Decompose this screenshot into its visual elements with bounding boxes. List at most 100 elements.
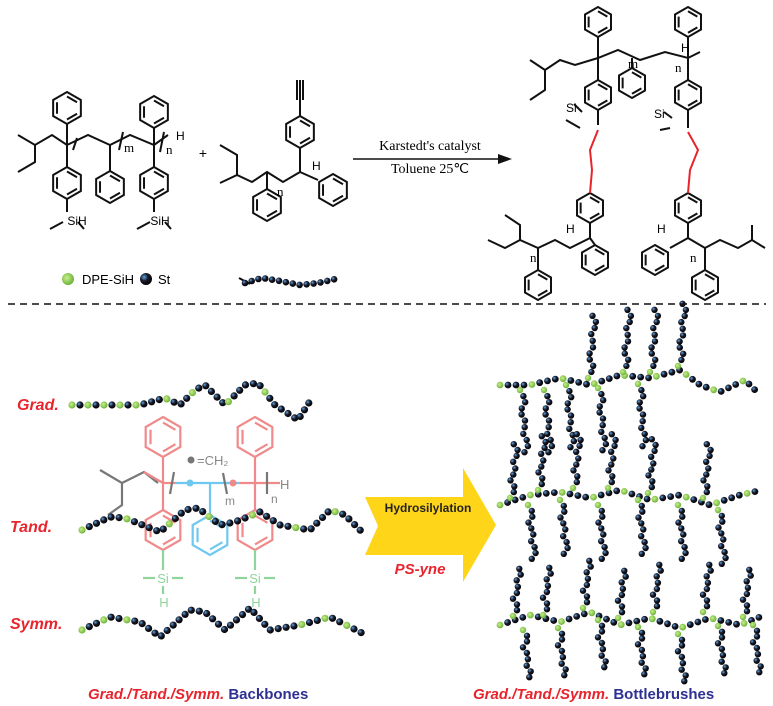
styrene-bead (92, 519, 101, 527)
double-bond (162, 514, 177, 524)
end-h: H (280, 477, 289, 492)
styrene-bead (545, 449, 552, 456)
styrene-bead (296, 281, 303, 289)
styrene-bead (255, 614, 263, 623)
styrene-bead (513, 589, 521, 597)
styrene-bead (589, 337, 596, 344)
styrene-bead (542, 411, 549, 418)
double-bond (162, 443, 177, 453)
styrene-bead (275, 277, 283, 285)
styrene-bead (664, 620, 671, 628)
dpe-sih-bead (588, 609, 596, 617)
styrene-bead (238, 611, 247, 619)
styrene-bead (563, 538, 570, 546)
double-bond (266, 192, 278, 201)
styrene-bead (559, 654, 567, 661)
styrene-bead (613, 487, 621, 495)
double-bond (66, 170, 78, 179)
styrene-bead (679, 660, 687, 667)
styrene-bead (756, 669, 763, 676)
styrene-bead (639, 443, 646, 450)
styrene-bead (648, 436, 655, 443)
h-label: H (566, 222, 575, 236)
styrene-bead (512, 465, 519, 472)
dpe-sih-bead (634, 623, 642, 631)
h-label: H (312, 159, 321, 173)
dpe-sih-bead (714, 622, 722, 630)
styrene-bead (574, 492, 582, 499)
styrene-bead (214, 620, 223, 628)
styrene-bead (605, 467, 612, 474)
styrene-bead (690, 496, 698, 503)
styrene-bead (85, 523, 93, 531)
styrene-bead (648, 344, 655, 351)
styrene-bead (651, 331, 658, 338)
si-label: Si (654, 107, 665, 121)
dpe-sih-bead (78, 626, 86, 634)
styrene-bead (542, 405, 549, 412)
styrene-bead (599, 646, 607, 653)
styrene-bead (525, 519, 532, 526)
styrene-bead (328, 614, 337, 622)
styrene-bead (140, 400, 148, 408)
benzene-ring (524, 268, 552, 302)
bond (143, 471, 175, 485)
double-bond (299, 119, 311, 128)
styrene-bead (567, 419, 574, 426)
styrene-bead (268, 276, 276, 284)
styrene-bead (641, 430, 648, 438)
styrene-bead (598, 507, 605, 515)
styrene-bead (536, 379, 544, 387)
styrene-bead (543, 588, 551, 596)
styrene-bead (638, 533, 645, 540)
styrene-bead (722, 554, 729, 562)
styrene-bead (145, 624, 153, 633)
styrene-bead (635, 514, 642, 521)
styrene-bead (718, 512, 725, 520)
styrene-bead (629, 372, 637, 380)
styrene-bead (681, 678, 688, 685)
double-bond (66, 112, 78, 121)
styrene-bead (753, 633, 761, 640)
styrene-bead (678, 538, 685, 545)
double-bond (109, 174, 121, 183)
styrene-bead (567, 444, 574, 451)
styrene-bead (277, 405, 285, 413)
h-label: H (681, 41, 690, 55)
styrene-bead (250, 608, 258, 617)
styrene-bead (598, 555, 605, 562)
styrene-bead (660, 370, 668, 378)
vinylene-bond (687, 131, 700, 194)
styrene-bead (648, 483, 655, 491)
styrene-bead (199, 508, 207, 516)
monomer-dot-icon (187, 456, 195, 464)
dpe-sih-bead (674, 362, 682, 370)
benzene-ring (618, 66, 646, 100)
styrene-bead (351, 521, 359, 529)
styrene-bead (621, 350, 628, 357)
double-bond (537, 289, 548, 297)
dpe-sih-bead (248, 511, 257, 519)
styrene-bead (192, 504, 200, 512)
dpe-sih-bead (100, 401, 108, 409)
styrene-bead (566, 490, 574, 498)
styrene-bead (754, 651, 762, 658)
styrene-bead (601, 664, 608, 671)
styrene-bead (639, 418, 646, 425)
styrene-bead (679, 325, 686, 332)
styrene-bead (249, 380, 257, 388)
styrene-bead (209, 615, 217, 623)
styrene-bead (282, 623, 290, 631)
bond (687, 223, 766, 250)
styrene-bead (550, 617, 558, 624)
styrene-bead (681, 543, 688, 551)
dpe-sih-bead (528, 381, 536, 388)
caption-bottlebrushes: Grad./Tand./Symm. Bottlebrushes (473, 686, 714, 703)
double-bond (687, 10, 698, 18)
styrene-bead (656, 561, 663, 568)
styrene-bead (706, 452, 713, 460)
double-bond (594, 264, 605, 272)
styrene-bead (739, 596, 747, 603)
dpe-sih-bead (713, 499, 720, 507)
styrene-bead (170, 398, 178, 406)
